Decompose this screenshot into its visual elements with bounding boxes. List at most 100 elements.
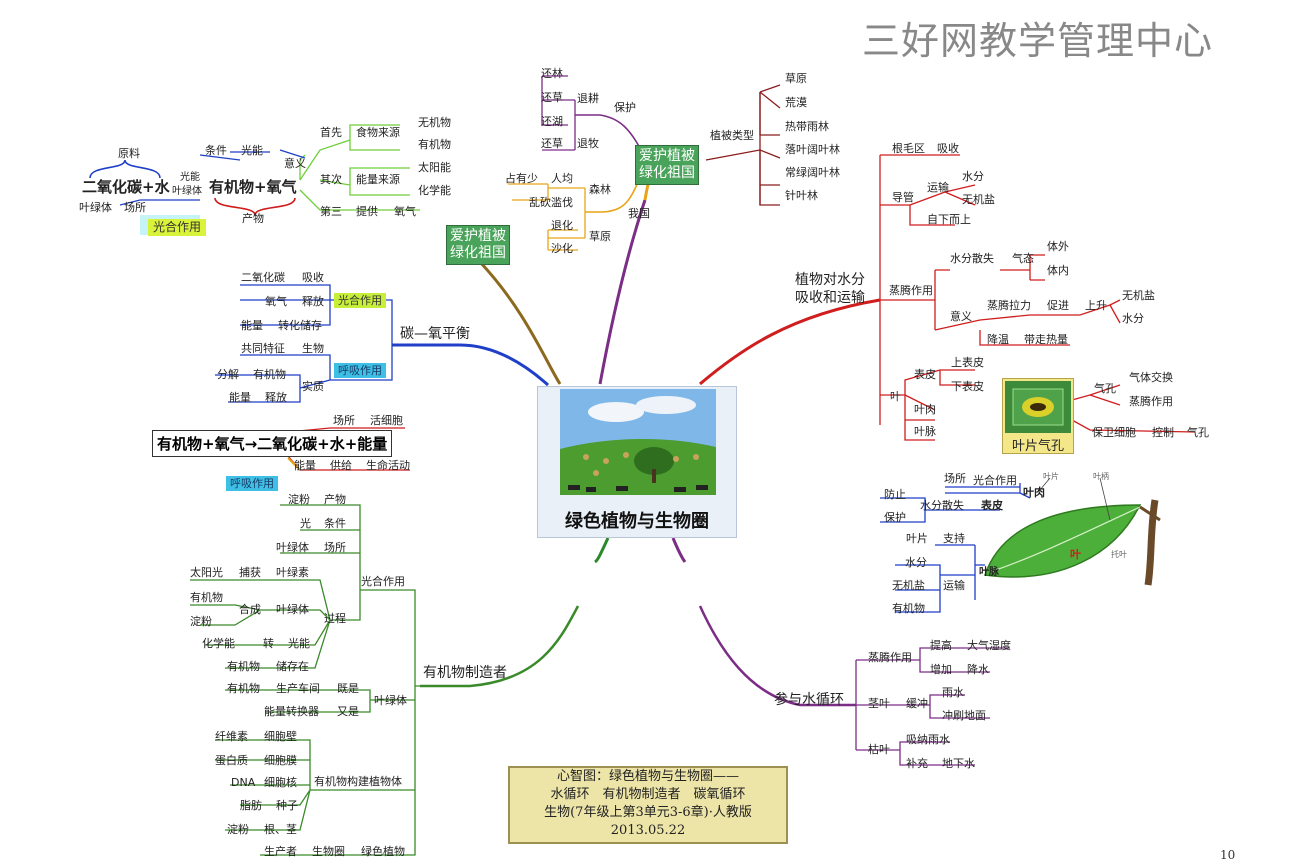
zixia: 自下而上 (927, 213, 971, 226)
veg-type-1: 草原 (785, 72, 807, 85)
first-b: 有机物 (418, 138, 451, 151)
protect-box-top: 爱护植被绿化祖国 (635, 145, 699, 185)
protect-box-left: 爱护植被绿化祖国 (446, 225, 510, 265)
center-title: 绿色植物与生物圈 (565, 511, 709, 532)
cycle-zhengteng: 蒸腾作用 (868, 651, 912, 664)
huanhu: 还湖 (541, 115, 563, 128)
leaf-biaopi: 表皮 (981, 499, 1003, 512)
second-a: 太阳能 (418, 161, 451, 174)
leaf-illustration (984, 477, 1161, 586)
leaf-yepian: 叶片 (906, 532, 928, 545)
water-title-2: 吸收和运输 (795, 290, 865, 306)
zt2: 蒸腾作用 (1129, 395, 1173, 408)
tuimu: 退牧 (577, 137, 599, 150)
shangsheng: 上升 (1085, 299, 1107, 312)
lali: 蒸腾拉力 (987, 299, 1031, 312)
producer-buhuo: 捕获 (239, 566, 261, 579)
meaning: 意义 (284, 157, 306, 170)
producer-zhongzi: 种子 (276, 799, 298, 812)
first-a: 无机物 (418, 116, 451, 129)
page-number: 10 (1220, 848, 1236, 862)
qikong2: 气孔 (1187, 426, 1209, 439)
daoguan: 导管 (892, 191, 914, 204)
leaf-ye-label: 叶 (1070, 548, 1081, 561)
note-line-2: 水循环 有机物制造者 碳氧循环 (550, 787, 746, 802)
producer-hecheng: 合成 (239, 603, 261, 616)
veg-type-3: 热带雨林 (785, 120, 829, 133)
carbon-ps-tag: 光合作用 (334, 293, 386, 308)
leaf-youjiwu: 有机物 (892, 602, 925, 615)
carbon-fenjie: 分解 (217, 368, 239, 381)
producer-jishi: 既是 (337, 682, 359, 695)
yunshu: 运输 (927, 181, 949, 194)
carbon-co2: 二氧化碳 (241, 271, 285, 284)
formula-right: 有机物+氧气 (209, 178, 297, 196)
genmao: 根毛区 (892, 142, 925, 155)
qiti: 气体交换 (1129, 371, 1173, 384)
veg-type-6: 针叶林 (785, 189, 818, 202)
yiyi: 意义 (950, 310, 972, 323)
huancao1: 还草 (541, 91, 563, 104)
yemai: 叶脉 (914, 425, 936, 438)
leaf-guanghe: 光合作用 (973, 474, 1017, 487)
producer-chucunzai: 储存在 (276, 660, 309, 673)
baohu: 保护 (614, 101, 636, 114)
veg-type-4: 落叶阔叶林 (785, 143, 840, 156)
producer-guang: 光 (300, 517, 311, 530)
daizou: 带走热量 (1024, 333, 1068, 346)
producer-youjiwu1: 有机物 (190, 591, 223, 604)
qikong: 气孔 (1094, 382, 1116, 395)
carbon-shizhi: 实质 (302, 380, 324, 393)
cujin: 促进 (1047, 299, 1069, 312)
second: 其次 (320, 173, 342, 186)
biaopi: 表皮 (914, 368, 936, 381)
producer-yelvti2: 叶绿体 (276, 603, 309, 616)
producer-guocheng: 过程 (324, 612, 346, 625)
carbon-xishou: 吸收 (302, 271, 324, 284)
cycle-zengjia: 增加 (930, 663, 952, 676)
producer-zhifang: 脂肪 (240, 799, 262, 812)
kongzhi: 控制 (1152, 426, 1174, 439)
leaf-wujiyan: 无机盐 (892, 579, 925, 592)
third-a: 氧气 (394, 205, 416, 218)
producer-youshi: 又是 (337, 705, 359, 718)
carbon-sf2: 释放 (265, 391, 287, 404)
caoyuan-branch: 草原 (589, 230, 611, 243)
producer-yelvti: 叶绿体 (276, 541, 309, 554)
respiration-formula: 有机物+氧气→二氧化碳+水+能量 (152, 430, 393, 457)
producer-zhuanhuanqi: 能量转换器 (264, 705, 319, 718)
producer-danbai: 蛋白质 (215, 754, 248, 767)
producer-ps: 光合作用 (361, 575, 405, 588)
producer-shengchan: 生产车间 (276, 682, 320, 695)
cycle-buchong: 补充 (906, 757, 928, 770)
stoma-label: 叶片气孔 (1011, 439, 1064, 454)
carbon-nengliang: 能量 (241, 319, 263, 332)
wujiyan: 无机盐 (962, 193, 995, 206)
leaf-yunshu: 运输 (943, 579, 965, 592)
resp-gongji: 供给 (330, 459, 352, 472)
cycle-tigao: 提高 (930, 639, 952, 652)
carbon-shengwu: 生物 (302, 342, 324, 355)
cond-label: 条件 (205, 144, 227, 157)
cycle-yushui: 雨水 (942, 686, 964, 699)
carbon-resp-tag: 呼吸作用 (334, 363, 386, 378)
tinei: 体内 (1047, 264, 1069, 277)
cycle-jiangshui: 降水 (967, 663, 989, 676)
producer-xibaohe: 细胞核 (264, 776, 297, 789)
note-line-1: 心智图：绿色植物与生物圈—— (556, 769, 739, 784)
resp-tag: 呼吸作用 (226, 476, 278, 491)
zhanyou: 占有少 (505, 172, 538, 185)
cycle-huanchong: 缓冲 (906, 697, 928, 710)
producer-youjiwu3: 有机物 (227, 682, 260, 695)
luankan: 乱砍滥伐 (529, 196, 573, 209)
place-b: 场所 (124, 201, 146, 214)
producer-huaxueneng: 化学能 (202, 637, 235, 650)
qitai: 气态 (1012, 252, 1034, 265)
zhengteng: 蒸腾作用 (889, 284, 933, 297)
veg-types: 植被类型 (710, 129, 754, 142)
renjun: 人均 (551, 172, 573, 185)
cycle-jingye: 茎叶 (868, 697, 890, 710)
leaf-yemai: 叶脉 (979, 567, 999, 578)
producer-taiyangguang: 太阳光 (190, 566, 223, 579)
